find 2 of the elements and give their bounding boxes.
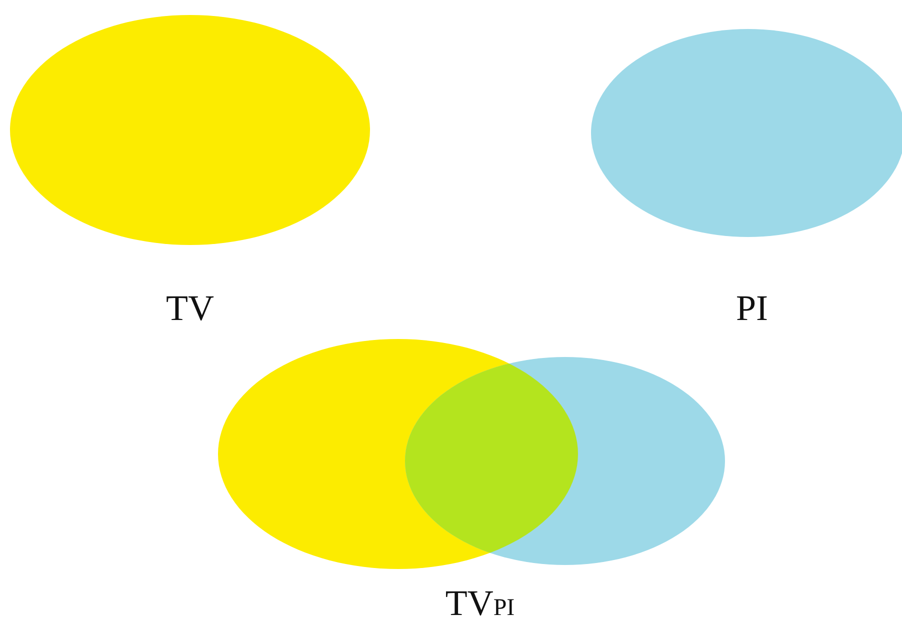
set-label: PI bbox=[736, 290, 768, 326]
set-label: TV bbox=[166, 290, 214, 326]
